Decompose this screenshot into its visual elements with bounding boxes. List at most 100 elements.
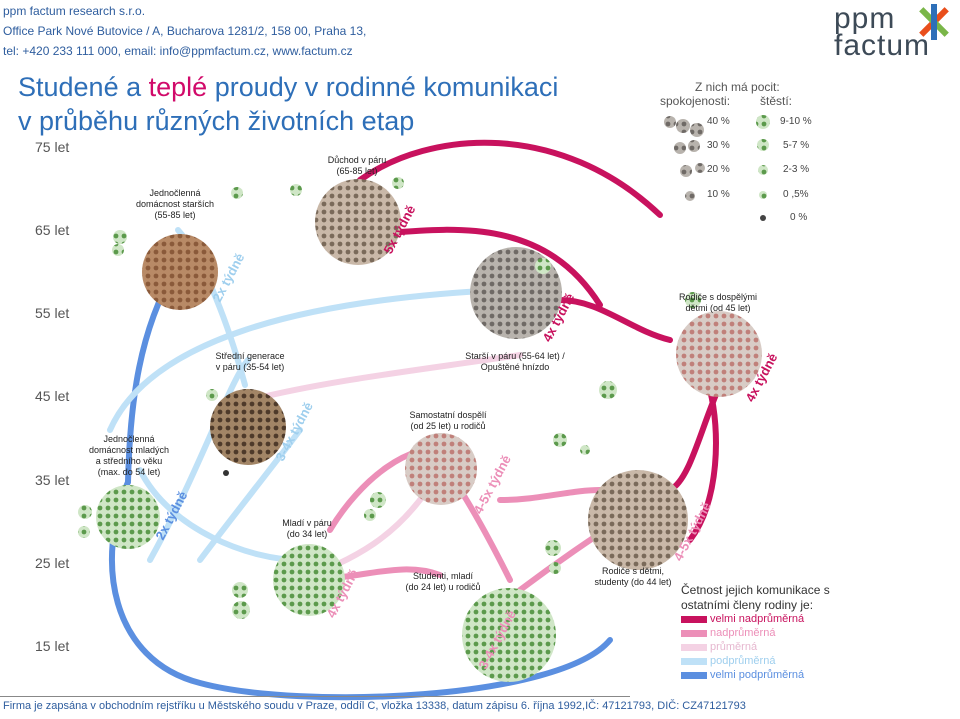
legend-bar-above: [681, 630, 707, 637]
legend-size-circle: [690, 123, 704, 137]
legend-size-circle: [759, 191, 767, 199]
stage-label-students: Studenti, mladí(do 24 let) u rodičů: [405, 571, 481, 592]
age-label: 65 let: [35, 222, 70, 238]
size-legend-left: 20 %: [707, 164, 730, 175]
legend-size-circle: [695, 163, 705, 173]
flow-below: [107, 287, 503, 433]
link-legend-item: průměrná: [710, 641, 758, 653]
stage-label-young-couple: Mladí v páru(do 34 let): [282, 518, 332, 539]
title-rest: proudy v rodinné komunikaci: [207, 72, 559, 102]
satellite-circle: [231, 187, 243, 199]
age-label: 25 let: [35, 555, 70, 571]
satellite-circle: [112, 244, 124, 256]
link-legend-item: nadprůměrná: [710, 627, 776, 639]
satellite-circle: [290, 184, 302, 196]
legend-size-circle: [674, 142, 686, 154]
footer-text: Firma je zapsána v obchodním rejstříku u…: [3, 700, 746, 712]
stage-circle-adult-with-parents: [405, 433, 477, 505]
age-label: 35 let: [35, 472, 70, 488]
legend-size-circle: [758, 165, 768, 175]
satellite-circle: [549, 562, 561, 574]
flow-average: [247, 352, 523, 403]
page-title: Studené a teplé proudy v rodinné komunik…: [18, 72, 558, 103]
stage-circle-parents-adult-kids: [676, 311, 762, 397]
flow-very-above: [357, 139, 663, 218]
size-legend-heading: Z nich má pocit:: [695, 80, 780, 94]
age-label: 75 let: [35, 139, 70, 155]
satellite-circle: [599, 381, 617, 399]
stage-circle-young-couple: [273, 544, 345, 616]
link-legend-item: velmi nadprůměrná: [710, 613, 805, 625]
stage-label-retired-couple: Důchod v páru(65-85 let): [327, 155, 387, 176]
legend-bar-very-below: [681, 672, 707, 679]
satellite-circle: [206, 389, 218, 401]
company-address: Office Park Nové Butovice / A, Bucharova…: [3, 24, 367, 38]
legend-bar-average: [681, 644, 707, 651]
satellite-circle: [545, 540, 561, 556]
satellite-circle: [223, 470, 229, 476]
link-legend-item: velmi podprůměrná: [710, 669, 805, 681]
footer-divider: [0, 696, 630, 697]
ppm-factum-logo: ppm factum: [832, 2, 957, 62]
size-legend-right: 9-10 %: [780, 116, 812, 127]
flow-very-above: [557, 297, 673, 343]
satellite-circle: [113, 230, 127, 244]
age-label: 45 let: [35, 388, 70, 404]
size-legend-right: 0 ,5%: [783, 189, 809, 200]
age-label: 55 let: [35, 305, 70, 321]
legend-size-circle: [757, 139, 769, 151]
flow-above: [497, 487, 603, 503]
legend-size-circle: [680, 165, 692, 177]
stage-label-adult-with-parents: Samostatní dospělí(od 25 let) u rodičů: [409, 410, 487, 431]
size-legend-left: 10 %: [707, 189, 730, 200]
size-legend-right: 5-7 %: [783, 140, 810, 151]
flow-below: [197, 427, 303, 563]
satellite-circle: [535, 258, 551, 274]
link-legend-title: Četnost jejich komunikace s ostatními čl…: [681, 583, 830, 612]
satellite-circle: [364, 509, 376, 521]
size-legend-left: 30 %: [707, 140, 730, 151]
flow-very-below: [109, 479, 613, 701]
stage-circle-middle-gen: [210, 389, 286, 465]
stage-circle-parents-kids: [588, 470, 688, 570]
legend-bar-very-above: [681, 616, 707, 623]
size-legend-col1: spokojenosti:: [660, 94, 731, 108]
size-legend-right: 0 %: [790, 212, 808, 223]
satellite-circle: [78, 526, 90, 538]
page-subtitle: v průběhu různých životních etap: [18, 106, 415, 136]
size-legend-right: 2-3 %: [783, 164, 810, 175]
stage-circle-young-single: [96, 485, 160, 549]
age-label: 15 let: [35, 638, 70, 654]
legend-bar-below: [681, 658, 707, 665]
flow-very-above: [687, 387, 719, 543]
logo-line-2: factum: [834, 29, 931, 62]
satellite-circle: [232, 601, 250, 619]
company-contact: tel: +420 233 111 000, email: info@ppmfa…: [3, 44, 353, 58]
company-name: ppm factum research s.r.o.: [3, 4, 146, 18]
title-and: a: [118, 72, 149, 102]
stage-label-empty-nest: Starší v páru (55-64 let) /Opuštěné hníz…: [465, 351, 565, 372]
size-legend-col2: štěstí:: [760, 94, 793, 108]
stage-label-parents-kids: Rodiče s dětmi,studenty (do 44 let): [594, 566, 672, 587]
satellite-circle: [580, 445, 590, 455]
satellite-circle: [685, 292, 701, 308]
legend-size-circle: [760, 215, 766, 221]
satellite-circle: [553, 433, 567, 447]
logo-line-1: ppm: [834, 2, 896, 35]
legend-size-circle: [685, 191, 695, 201]
size-legend-left: 40 %: [707, 116, 730, 127]
link-legend-item: podprůměrná: [710, 655, 776, 667]
legend-size-circle: [676, 119, 690, 133]
title-warm: teplé: [148, 72, 208, 102]
satellite-circle: [78, 505, 92, 519]
satellite-circle: [370, 492, 386, 508]
legend-size-circle: [756, 115, 770, 129]
legend-size-circle: [664, 116, 676, 128]
logo-star-icon: [919, 4, 949, 40]
